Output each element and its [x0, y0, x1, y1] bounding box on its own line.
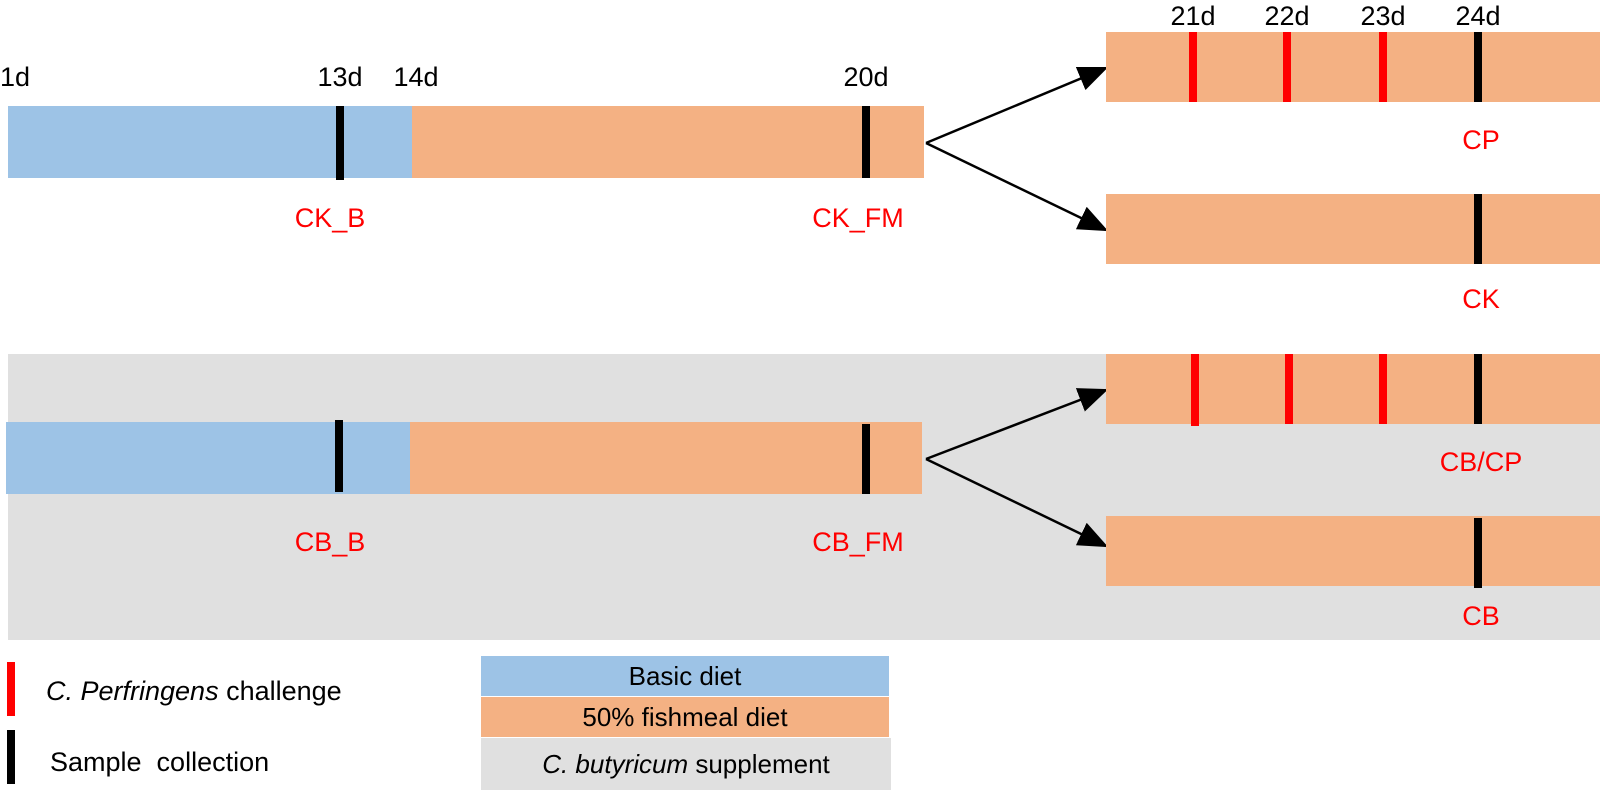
legend-sample-swatch [7, 730, 15, 784]
arrow-ck-to-ck [925, 141, 1109, 232]
cbcp-challenge-23d [1379, 354, 1387, 424]
ck-sample-13d [336, 106, 344, 180]
cp-branch-bar [1106, 32, 1600, 102]
cp-challenge-22d [1283, 32, 1291, 102]
ck-basic-diet-bar [8, 106, 412, 178]
arrow-ck-to-cp [925, 66, 1109, 145]
group-label-cb-cp: CB/CP [1439, 447, 1523, 477]
cp-challenge-21d [1189, 32, 1197, 102]
legend-challenge-italic: C. Perfringens [46, 676, 219, 706]
cbcp-sample-24d [1474, 354, 1482, 424]
day-label-20d: 20d [843, 62, 889, 92]
group-label-ck: CK [1462, 284, 1500, 314]
arrow-cb-to-cb [925, 457, 1109, 548]
cbcp-branch-bar [1106, 354, 1600, 424]
cb-basic-diet-bar [6, 422, 410, 494]
legend-sample-label: Sample collection [50, 747, 270, 777]
group-label-cb: CB [1462, 601, 1500, 631]
group-label-cb-b: CB_B [294, 527, 366, 557]
day-label-23d: 23d [1360, 1, 1406, 31]
cb-sample-24d [1474, 518, 1482, 588]
legend-supplement-rest: supplement [688, 749, 830, 779]
legend-fishmeal-diet: 50% fishmeal diet [481, 697, 889, 737]
cb-sample-20d [862, 424, 870, 494]
group-label-ck-b: CK_B [294, 203, 366, 233]
group-label-cp: CP [1462, 125, 1500, 155]
day-label-24d: 24d [1455, 1, 1501, 31]
ck-branch-bar [1106, 194, 1600, 264]
ck-sample-24d [1474, 194, 1482, 264]
cb-sample-13d [335, 420, 343, 492]
legend-challenge-label: C. Perfringens challenge [46, 676, 342, 706]
cp-sample-24d [1474, 32, 1482, 102]
cbcp-challenge-21d [1191, 354, 1199, 426]
cb-branch-bar [1106, 516, 1600, 586]
ck-fishmeal-diet-bar [412, 106, 924, 178]
group-label-ck-fm: CK_FM [812, 203, 904, 233]
day-label-1d: 1d [0, 62, 31, 92]
cp-challenge-23d [1379, 32, 1387, 102]
day-label-21d: 21d [1170, 1, 1216, 31]
ck-sample-20d [862, 106, 870, 178]
arrow-cb-to-cbcp [925, 388, 1109, 461]
legend-supplement-italic: C. butyricum [542, 749, 689, 779]
group-label-cb-fm: CB_FM [812, 527, 904, 557]
day-label-14d: 14d [393, 62, 439, 92]
legend-basic-diet: Basic diet [481, 656, 889, 696]
day-label-22d: 22d [1264, 1, 1310, 31]
cbcp-challenge-22d [1285, 354, 1293, 424]
legend-supplement: C. butyricum supplement [481, 738, 891, 790]
legend-challenge-rest: challenge [218, 676, 342, 706]
day-label-13d: 13d [317, 62, 363, 92]
legend-challenge-swatch [7, 662, 15, 716]
cb-fishmeal-diet-bar [410, 422, 922, 494]
